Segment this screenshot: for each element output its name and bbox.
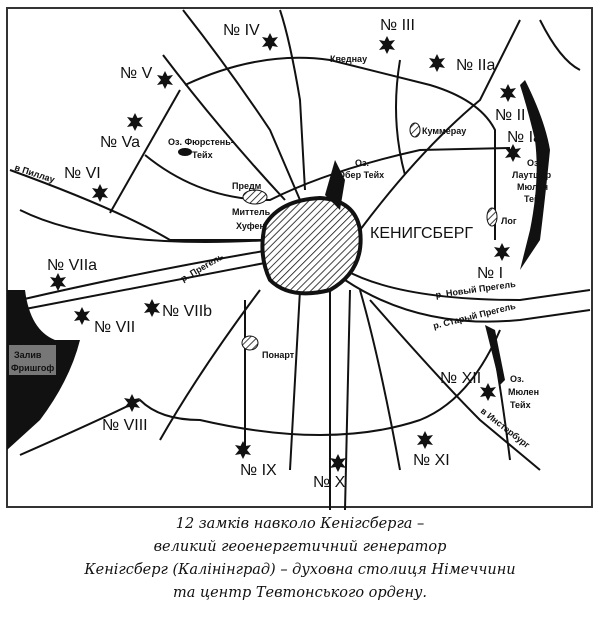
lake-label: Оз. Фюрстень- [168, 137, 234, 147]
konigsberg-forts-map: № I № Ia № II № IIa № III № IV № V № Va … [6, 7, 593, 511]
fort-label: № IX [240, 462, 277, 479]
lake-label: Мюлен [517, 182, 548, 192]
fort-label: № V [120, 65, 153, 82]
fort-label: № IV [223, 22, 260, 39]
kummerau-hatch [409, 122, 421, 138]
fort-label: № Va [100, 134, 140, 151]
fort-label: № Ia [507, 129, 542, 146]
fort-label: № XI [413, 452, 450, 469]
place-label: Кведнау [330, 54, 367, 64]
lake-label: Лаутшер [512, 170, 552, 180]
fort-label: № VIIa [47, 257, 97, 274]
lake-label: Тейх [524, 194, 545, 204]
fort-label: № VIII [102, 417, 148, 434]
fort-label: № III [380, 17, 415, 34]
fort-label: № I [477, 265, 503, 282]
fort-label: № IIa [456, 57, 496, 74]
lake-ober-teich [325, 160, 345, 210]
place-label: Предм [232, 181, 262, 191]
caption: 12 замків навколо Кенігсберга – великий … [0, 513, 600, 605]
lake-label: Оз. [527, 158, 541, 168]
city-label: КЕНИГСБЕРГ [370, 225, 473, 242]
place-label: Куммерау [422, 126, 466, 136]
bay-label: Залив [14, 350, 42, 360]
lake-label: Оз. [510, 374, 524, 384]
fort-label: № VII [94, 319, 135, 336]
caption-line: Кенігсберг (Калінінград) – духовна столи… [84, 562, 516, 578]
place-label: Лог [501, 216, 517, 226]
bay-label: Фришгоф [11, 363, 54, 373]
lake-label: Тейх [192, 150, 213, 160]
lake-label: Мюлен [508, 387, 539, 397]
ponart-hatch [241, 335, 259, 351]
lake-furstenteich [178, 148, 192, 156]
fort-labels: № I № Ia № II № IIa № III № IV № V № Va … [47, 17, 542, 491]
fort-label: № II [495, 107, 526, 124]
lake-mulen-teich [485, 325, 505, 385]
caption-line: та центр Тевтонського ордену. [172, 585, 428, 601]
place-label: Хуфен [236, 221, 265, 231]
fort-label: № X [313, 474, 346, 491]
fort-label: № VI [64, 165, 101, 182]
caption-line: 12 замків навколо Кенігсберга – [175, 516, 425, 532]
lake-label: Оз. [355, 158, 369, 168]
place-label: Миттель [232, 207, 271, 217]
caption-line: великий геоенергетичний генератор [153, 539, 447, 555]
predm-hatch [242, 189, 268, 205]
lake-label: Обер Тейх [338, 170, 384, 180]
fort-label: № XII [440, 370, 481, 387]
lake-label: Тейх [510, 400, 531, 410]
log-hatch [486, 207, 498, 227]
place-label: Понарт [262, 350, 295, 360]
konigsberg-city [260, 195, 363, 296]
roads [9, 9, 591, 511]
lake-lautsher-mulen-teich [520, 80, 550, 270]
bay-label-box [9, 345, 56, 375]
fort-label: № VIIb [162, 303, 212, 320]
